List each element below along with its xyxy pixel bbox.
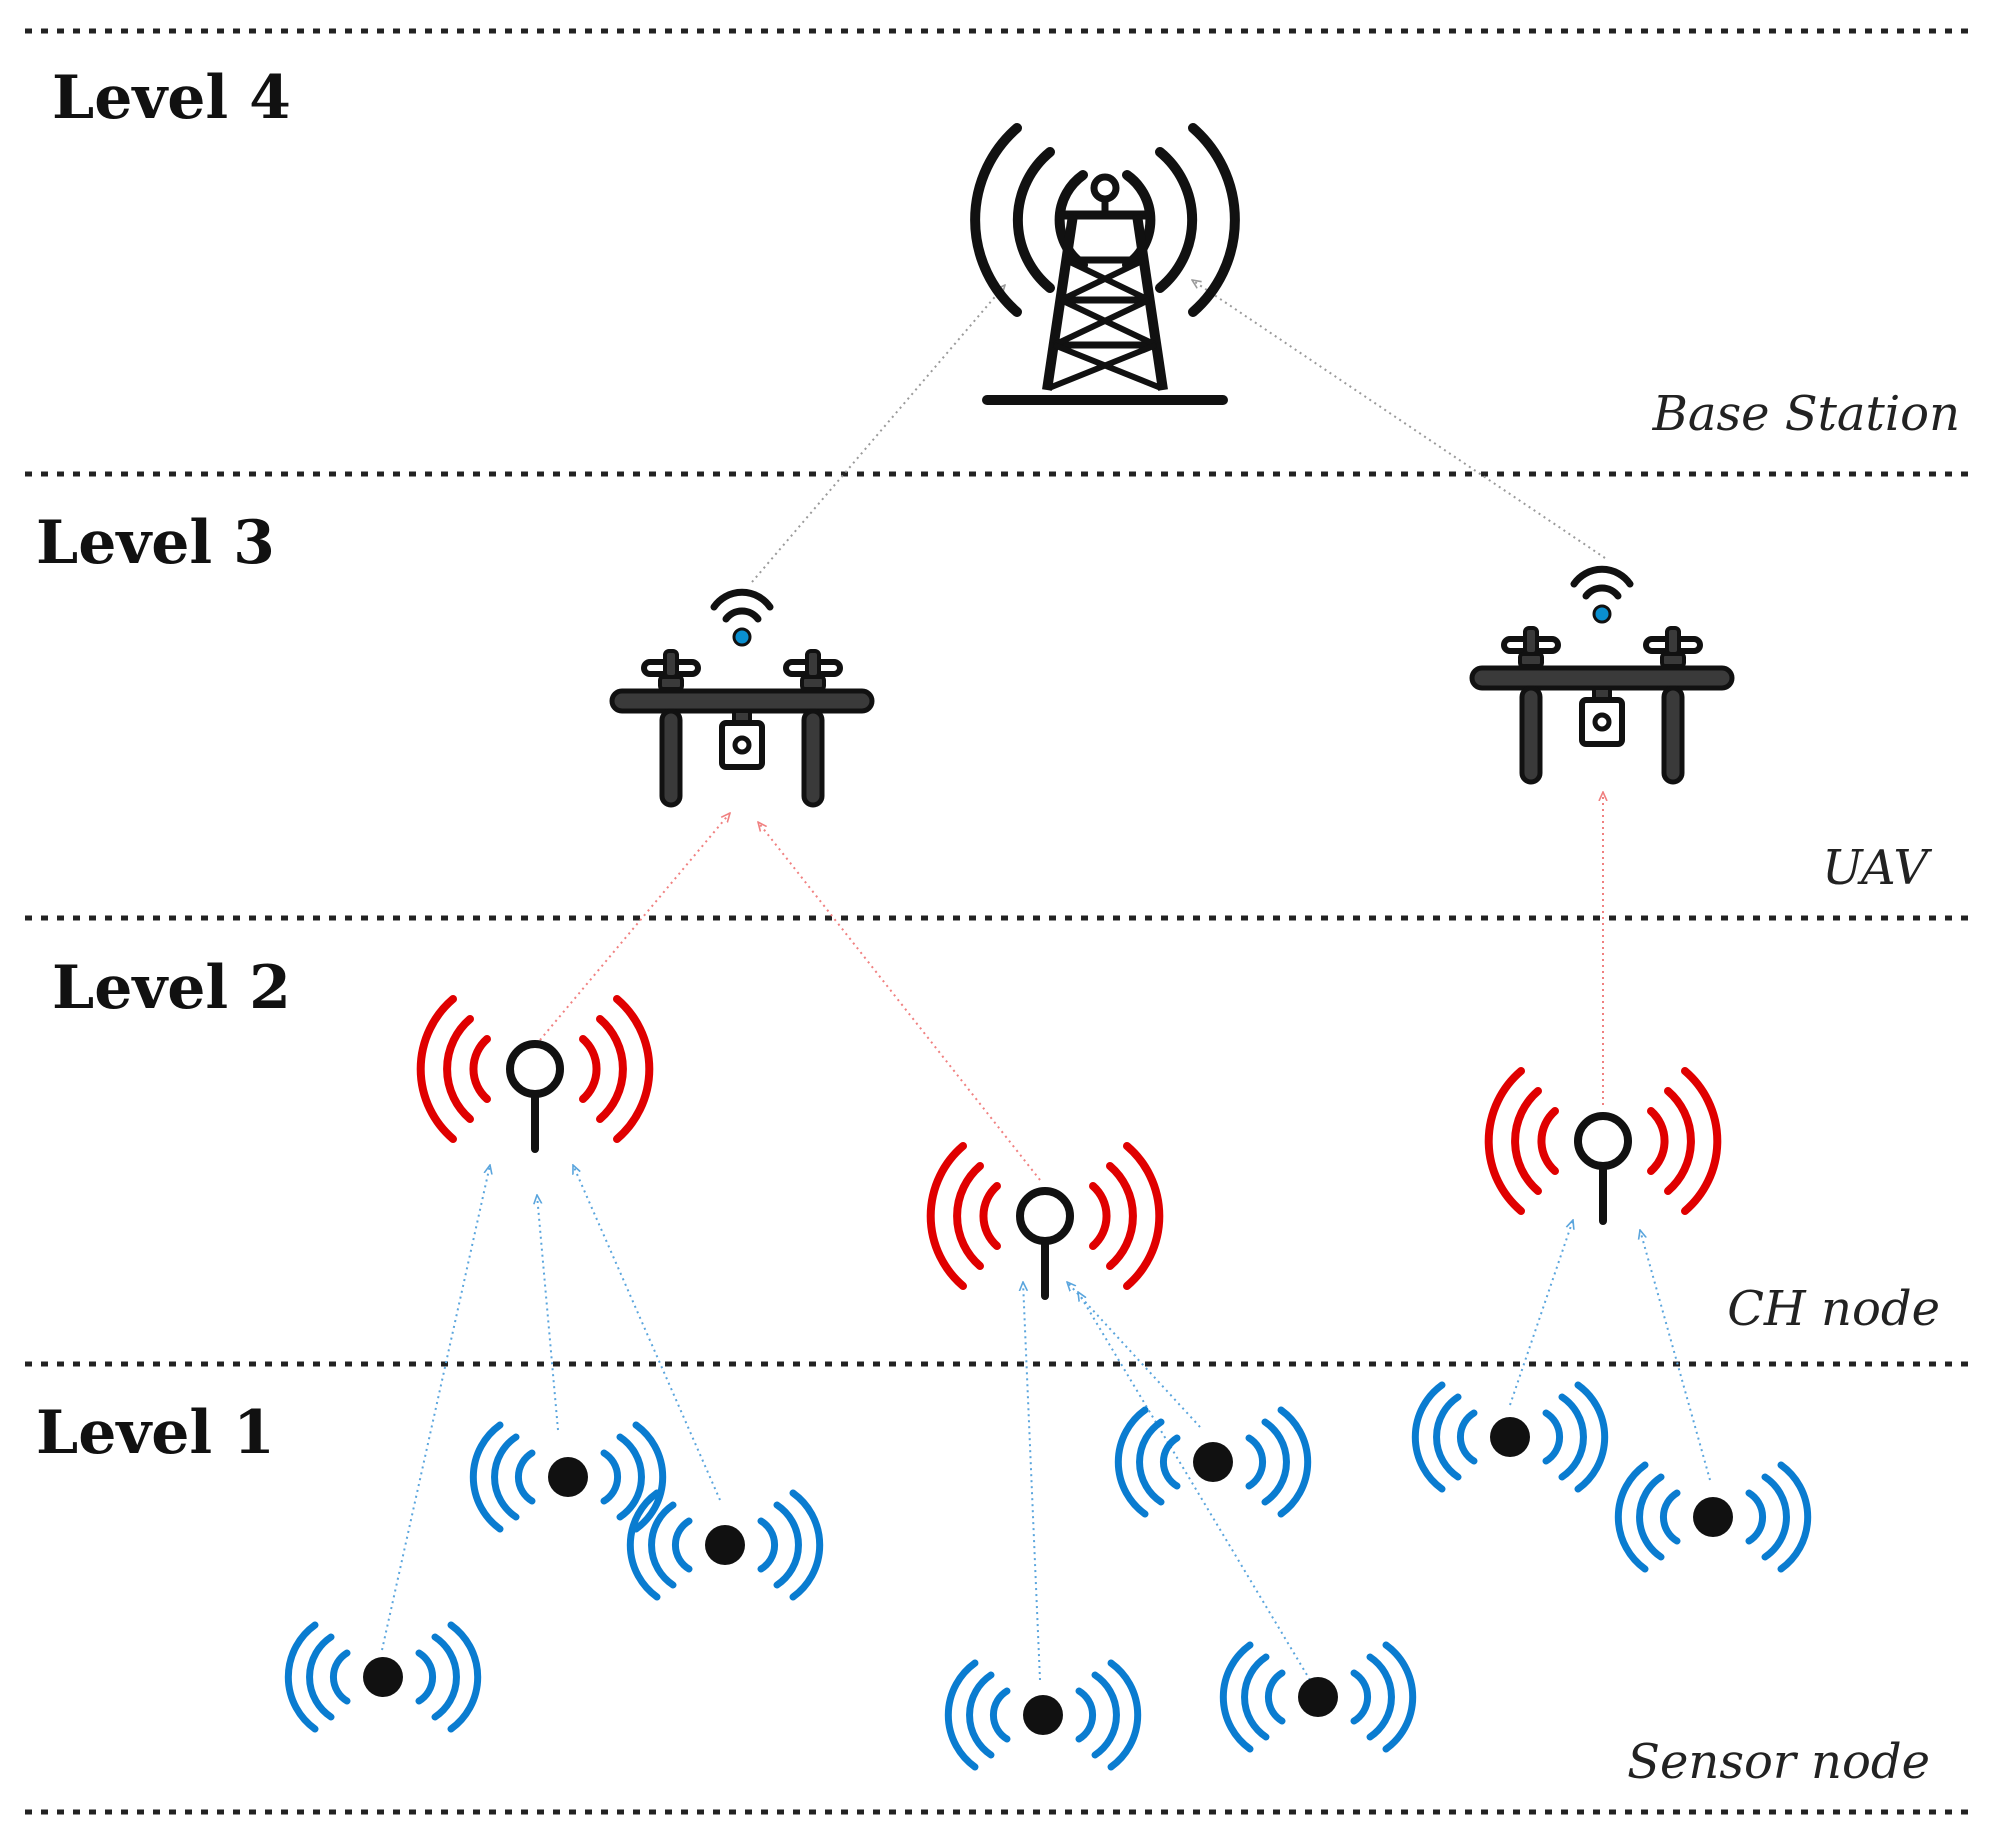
level-1-label: Level 1: [36, 1398, 275, 1468]
uav-1-drone-icon: [612, 592, 872, 805]
sensor-node-7-icon: [1415, 1385, 1604, 1489]
ch-node-label: CH node: [1727, 1281, 1940, 1337]
ch-node-2-antenna-icon: [931, 1146, 1160, 1296]
uav-label: UAV: [1822, 840, 1932, 896]
sensor-node-4-icon: [1118, 1410, 1307, 1514]
ch-node-1-antenna-icon: [421, 999, 650, 1149]
sensor-node-1-icon: [473, 1425, 662, 1529]
link-sensor-4-to-ch-2: [1023, 1282, 1041, 1681]
uav-2-drone-icon: [1472, 569, 1732, 782]
sensor-to-ch-links: [381, 1165, 1711, 1681]
link-ch-2-to-uav-1: [758, 822, 1041, 1181]
link-uav-2-to-base: [1192, 280, 1606, 559]
sensor-node-8-icon: [1618, 1465, 1807, 1569]
sensor-node-label: Sensor node: [1627, 1734, 1930, 1790]
sensor-node-3-icon: [288, 1625, 477, 1729]
link-uav-1-to-base: [751, 285, 1005, 583]
uav-to-base-links: [751, 280, 1606, 583]
link-sensor-7-to-ch-3: [1509, 1220, 1573, 1406]
ch-node-3-antenna-icon: [1489, 1071, 1718, 1221]
sensor-node-2-icon: [630, 1493, 819, 1597]
level-4-label: Level 4: [52, 63, 291, 133]
link-sensor-5-to-ch-2: [1067, 1282, 1201, 1428]
link-sensor-1-to-ch-1: [381, 1165, 490, 1651]
link-sensor-2-to-ch-1: [537, 1195, 559, 1431]
link-sensor-3-to-ch-1: [572, 1165, 721, 1501]
sensor-node-5-icon: [948, 1663, 1137, 1767]
level-2-label: Level 2: [52, 953, 291, 1023]
level-dividers: [25, 28, 1975, 1815]
link-ch-1-to-uav-1: [539, 813, 730, 1041]
sensor-node-6-icon: [1223, 1645, 1412, 1749]
base-station-label: Base Station: [1652, 386, 1960, 442]
link-sensor-8-to-ch-3: [1640, 1230, 1711, 1481]
level-3-label: Level 3: [36, 508, 275, 578]
base-station-tower-icon: [975, 128, 1235, 400]
ch-to-uav-links: [539, 792, 1603, 1181]
link-sensor-6-to-ch-2: [1078, 1292, 1311, 1681]
